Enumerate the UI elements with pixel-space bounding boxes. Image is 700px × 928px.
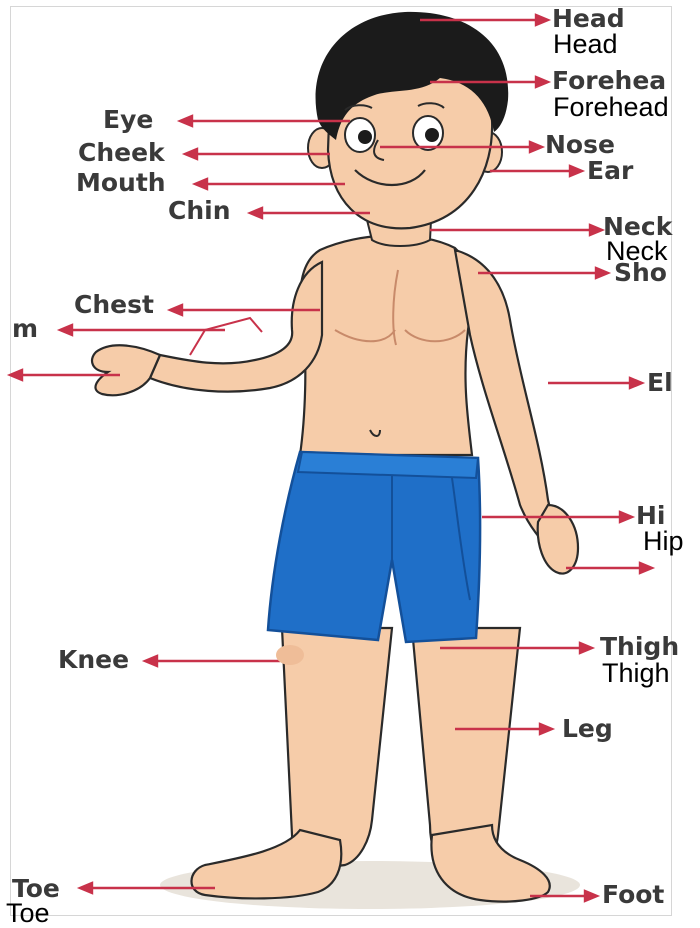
- arrow-nose-tip: [530, 142, 542, 152]
- torso: [300, 235, 472, 455]
- arrow-forehead-tip: [536, 77, 548, 87]
- label-ear: Ear: [587, 158, 633, 183]
- label-foot: Foot: [602, 882, 664, 907]
- label-mouth: Mouth: [76, 170, 166, 195]
- arrow-mouth-tip: [195, 179, 207, 189]
- label-knee: Knee: [58, 647, 129, 672]
- overlay-thigh: Thigh: [602, 660, 670, 687]
- arrow-chin-tip: [250, 208, 262, 218]
- label-cheek: Cheek: [78, 140, 165, 165]
- label-nose: Nose: [545, 132, 615, 157]
- label-leg: Leg: [562, 716, 613, 741]
- label-chin: Chin: [168, 198, 231, 223]
- arrow-shoulder-tip: [596, 268, 608, 278]
- overlay-forehead: Forehead: [553, 94, 669, 121]
- label-head: Head: [552, 6, 625, 31]
- wrist-marker: [190, 318, 262, 355]
- arrow-chest-tip: [170, 305, 182, 315]
- left-hand: [92, 345, 160, 395]
- arrow-wrist-tip: [640, 563, 652, 573]
- arrow-cheek-tip: [185, 149, 197, 159]
- right-hand: [538, 505, 578, 574]
- arrow-knee-tip: [145, 656, 157, 666]
- arrow-foot-tip: [585, 891, 597, 901]
- arrow-toe-tip: [80, 883, 92, 893]
- overlay-toe: Toe: [6, 900, 50, 927]
- shorts: [268, 452, 480, 642]
- overlay-neck: Neck: [606, 238, 668, 265]
- arrow-leg-tip: [540, 724, 552, 734]
- arrow-head-tip: [536, 15, 548, 25]
- arrow-arm-tip: [60, 325, 72, 335]
- overlay-hip: Hip: [643, 528, 684, 555]
- label-thigh: Thigh: [600, 634, 679, 659]
- label-forehead: Forehea: [552, 68, 666, 93]
- arrow-eye-tip: [180, 116, 192, 126]
- right-pupil: [425, 128, 439, 142]
- arrow-elbow-tip: [630, 378, 642, 388]
- arrow-ear-tip: [570, 166, 582, 176]
- arrow-thigh-tip: [580, 643, 592, 653]
- knee-highlight: [276, 645, 304, 665]
- arrow-neck-tip: [590, 225, 602, 235]
- label-arm: m: [12, 316, 38, 341]
- label-elbow: El: [647, 370, 673, 395]
- left-pupil: [358, 130, 372, 144]
- overlay-head: Head: [553, 31, 618, 58]
- label-eye: Eye: [103, 107, 153, 132]
- left-arm: [150, 262, 322, 392]
- label-chest: Chest: [74, 292, 154, 317]
- arrow-hand-tip: [10, 370, 22, 380]
- label-hip: Hi: [636, 503, 666, 528]
- arrow-hip-tip: [620, 512, 632, 522]
